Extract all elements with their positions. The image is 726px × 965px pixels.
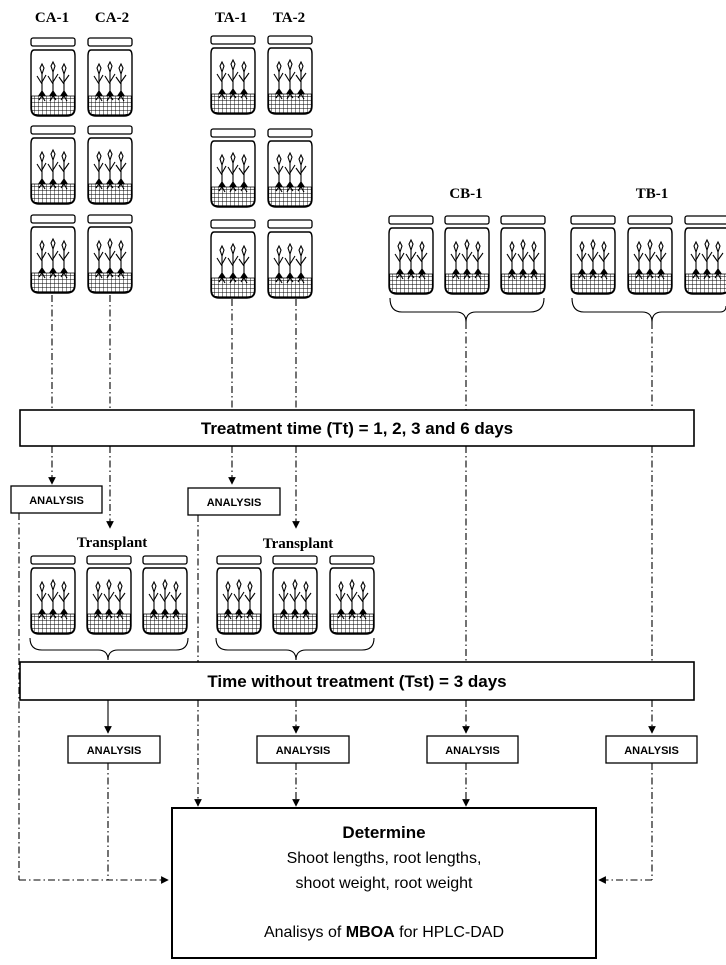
transplant-label-ca: Transplant: [77, 535, 148, 551]
group-label-ta1: TA-1: [215, 10, 247, 26]
analysis-label: ANALYSIS: [29, 495, 84, 507]
jar-icon: [627, 215, 673, 295]
determine-title: Determine: [342, 823, 425, 842]
analysis-label: ANALYSIS: [276, 745, 331, 757]
jar-icon: [329, 555, 375, 635]
jar-icon: [30, 214, 76, 294]
analysis-box-cb1: [426, 735, 519, 764]
jar-stack-ca2: [87, 37, 133, 294]
jar-icon: [87, 214, 133, 294]
analysis-box-ta2: [256, 735, 350, 764]
group-label-ta2: TA-2: [273, 10, 305, 26]
jar-row-tb1: [570, 215, 726, 323]
brace-tb1: [571, 297, 726, 323]
analysis-box-ta1: [187, 487, 281, 516]
analysis-label: ANALYSIS: [87, 745, 142, 757]
jar-icon: [272, 555, 318, 635]
group-label-tb1: TB-1: [636, 186, 669, 202]
analysis-box-ca2: [67, 735, 161, 764]
transplant-label-ta: Transplant: [263, 536, 334, 552]
determine-line3-bold: MBOA: [346, 924, 395, 941]
time-without-treatment-text: Time without treatment (Tst) = 3 days: [207, 672, 506, 691]
jar-icon: [210, 35, 256, 115]
brace-transplant-ta: [215, 637, 375, 661]
jar-icon: [267, 35, 313, 115]
jar-icon: [30, 555, 76, 635]
determine-box: [171, 807, 597, 959]
analysis-box-ca1: [10, 485, 103, 514]
jar-stack-ta1: [210, 35, 256, 299]
jar-icon: [87, 125, 133, 205]
jar-icon: [86, 555, 132, 635]
brace-transplant-ca: [29, 637, 189, 661]
jar-icon: [142, 555, 188, 635]
analysis-box-tb1: [605, 735, 698, 764]
treatment-time-box: [19, 409, 695, 447]
determine-line3-suffix: for HPLC-DAD: [395, 924, 504, 941]
determine-line2: shoot weight, root weight: [296, 875, 474, 892]
treatment-time-text: Treatment time (Tt) = 1, 2, 3 and 6 days: [201, 419, 513, 438]
jar-icon: [388, 215, 434, 295]
group-label-cb1: CB-1: [449, 186, 482, 202]
jar-icon: [210, 219, 256, 299]
transplant-jars-ta: [215, 555, 375, 661]
jar-icon: [570, 215, 616, 295]
transplant-jars-ca: [29, 555, 189, 661]
group-label-ca1: CA-1: [35, 10, 69, 26]
jar-icon: [30, 37, 76, 117]
analysis-label: ANALYSIS: [624, 745, 679, 757]
jar-icon: [87, 37, 133, 117]
jar-row-cb1: [388, 215, 546, 323]
analysis-label: ANALYSIS: [207, 497, 262, 509]
jar-icon: [216, 555, 262, 635]
jar-icon: [210, 128, 256, 208]
determine-line1: Shoot lengths, root lengths,: [287, 850, 482, 867]
group-label-ca2: CA-2: [95, 10, 129, 26]
determine-line3: Analisys of MBOA for HPLC-DAD: [264, 924, 504, 941]
jar-stack-ta2: [267, 35, 313, 299]
time-without-treatment-box: [19, 661, 695, 701]
jar-icon: [267, 128, 313, 208]
brace-cb1: [389, 297, 545, 323]
determine-line3-prefix: Analisys of: [264, 924, 346, 941]
jar-icon: [267, 219, 313, 299]
jar-icon: [684, 215, 726, 295]
jar-stack-ca1: [30, 37, 76, 294]
jar-icon: [444, 215, 490, 295]
analysis-label: ANALYSIS: [445, 745, 500, 757]
jar-icon: [30, 125, 76, 205]
jar-icon: [500, 215, 546, 295]
